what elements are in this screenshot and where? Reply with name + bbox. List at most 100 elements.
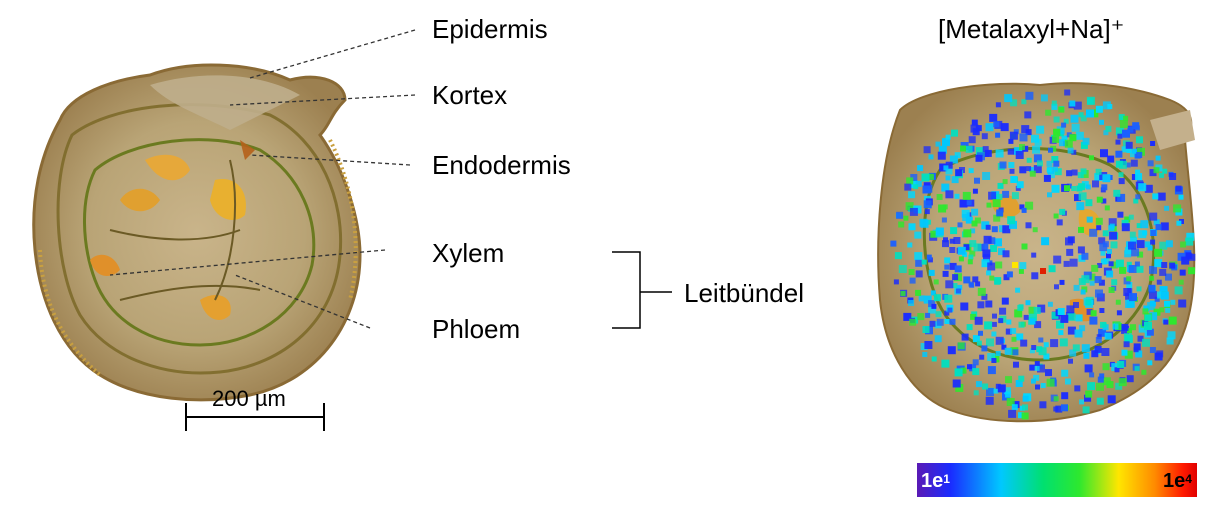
ion-pixel: [1083, 138, 1090, 145]
ion-pixel: [1096, 383, 1104, 391]
ion-pixel: [1176, 221, 1181, 226]
ion-pixel: [955, 169, 962, 176]
ion-pixel: [1050, 339, 1058, 347]
ion-pixel: [1076, 202, 1084, 210]
ion-pixel: [1135, 194, 1140, 199]
ion-pixel: [994, 279, 1000, 285]
ion-pixel: [1066, 249, 1073, 256]
ion-pixel: [1010, 176, 1017, 183]
ion-pixel: [1109, 232, 1117, 240]
ion-pixel: [1109, 261, 1114, 266]
ion-pixel: [1013, 362, 1019, 368]
ion-pixel: [946, 175, 951, 180]
ion-pixel: [982, 384, 988, 390]
ion-pixel: [1053, 161, 1059, 167]
ion-pixel: [1032, 146, 1040, 154]
ion-pixel: [1096, 225, 1101, 230]
ion-pixel: [1137, 286, 1142, 291]
ion-pixel: [1169, 173, 1176, 180]
ion-pixel: [890, 241, 896, 247]
ion-pixel: [1085, 391, 1092, 398]
ion-pixel: [1045, 369, 1052, 376]
ion-pixel: [993, 121, 999, 127]
ion-pixel: [1049, 265, 1056, 272]
ion-pixel: [992, 314, 997, 319]
ion-pixel: [1074, 385, 1080, 391]
ion-pixel: [1044, 342, 1049, 347]
ion-pixel: [969, 283, 974, 288]
ion-pixel: [1024, 315, 1029, 320]
ion-pixel: [1102, 174, 1110, 182]
ion-pixel: [1169, 317, 1177, 325]
ion-pixel: [1138, 183, 1146, 191]
ion-pixel: [966, 146, 973, 153]
ion-pixel: [1060, 280, 1065, 285]
ion-pixel: [1096, 337, 1102, 343]
ion-pixel: [1064, 261, 1070, 267]
ion-pixel: [1086, 185, 1091, 190]
ion-pixel: [963, 276, 970, 283]
ion-pixel: [1087, 97, 1095, 105]
ion-pixel: [1113, 324, 1119, 330]
ion-pixel: [1187, 253, 1193, 259]
ion-pixel: [1045, 110, 1051, 116]
ion-pixel: [1076, 186, 1082, 192]
ion-pixel: [1103, 230, 1109, 236]
ion-pixel: [1144, 322, 1152, 330]
ion-pixel: [927, 255, 932, 260]
ion-pixel: [1059, 209, 1065, 215]
ion-pixel: [1136, 136, 1143, 143]
ion-pixel: [925, 209, 930, 214]
ion-pixel: [1054, 396, 1059, 401]
ion-pixel: [1142, 308, 1148, 314]
ion-pixel: [1129, 215, 1134, 220]
ion-pixel: [975, 317, 983, 325]
ion-pixel: [1012, 192, 1019, 199]
ion-pixel: [1129, 293, 1137, 301]
ion-pixel: [1007, 271, 1013, 277]
ion-pixel: [1072, 124, 1080, 132]
ion-pixel: [1106, 271, 1113, 278]
ion-pixel: [1140, 220, 1148, 228]
ion-pixel: [1137, 240, 1145, 248]
ion-pixel: [1078, 227, 1084, 233]
ion-pixel: [907, 243, 912, 248]
ion-pixel: [969, 136, 976, 143]
ion-pixel: [936, 228, 944, 236]
ion-pixel: [1047, 168, 1052, 173]
ion-pixel: [978, 331, 983, 336]
ion-pixel: [1058, 330, 1063, 335]
ion-pixel: [901, 291, 906, 296]
ion-pixel: [1120, 120, 1128, 128]
ion-pixel: [1135, 262, 1140, 267]
ion-pixel: [1031, 135, 1039, 143]
ion-pixel: [1064, 90, 1070, 96]
ion-pixel: [1092, 180, 1099, 187]
ion-pixel: [986, 397, 994, 405]
ion-pixel: [937, 319, 944, 326]
ion-pixel: [944, 265, 949, 270]
ion-pixel: [937, 194, 943, 200]
ion-pixel: [1054, 284, 1059, 289]
ion-pixel: [1025, 92, 1033, 100]
ion-pixel: [1053, 256, 1061, 264]
ion-pixel: [898, 222, 904, 228]
ion-pixel: [1085, 299, 1091, 305]
ion-pixel: [967, 324, 973, 330]
ion-pixel: [909, 223, 916, 230]
ion-pixel: [1163, 320, 1168, 325]
ion-pixel: [1101, 251, 1106, 256]
ion-pixel: [967, 200, 972, 205]
ion-pixel: [1154, 249, 1162, 257]
ion-pixel: [923, 186, 931, 194]
ion-pixel: [941, 360, 949, 368]
ion-pixel: [984, 236, 992, 244]
ion-pixel: [968, 259, 973, 264]
ion-pixel: [1116, 300, 1121, 305]
ion-pixel: [963, 229, 971, 237]
ion-pixel: [1066, 170, 1072, 176]
ion-pixel: [984, 321, 992, 329]
colorbar-min-label: 1e1: [921, 470, 950, 492]
ion-pixel: [1085, 199, 1092, 206]
ion-pixel: [1041, 237, 1049, 245]
